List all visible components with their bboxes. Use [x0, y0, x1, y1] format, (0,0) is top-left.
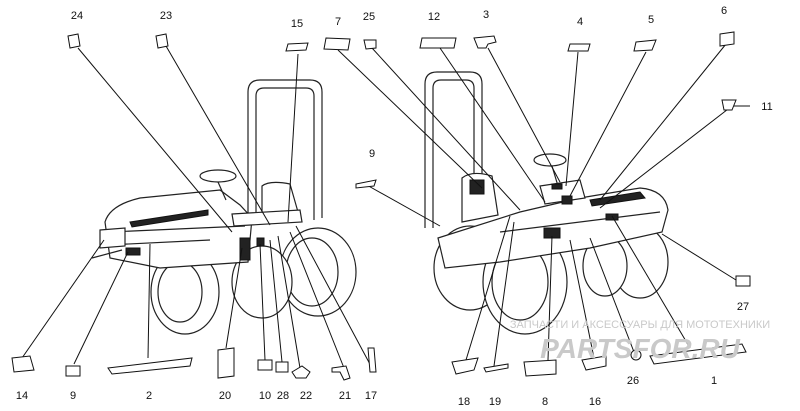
decal-27: [735, 275, 751, 287]
decal-5: [633, 39, 657, 52]
callout-22: 22: [300, 390, 312, 402]
decal-4: [567, 43, 591, 52]
decal-20: [217, 347, 235, 379]
decal-parts: [11, 31, 751, 381]
callout-4: 4: [577, 16, 583, 28]
callout-26: 26: [627, 375, 639, 387]
callout-12: 12: [428, 11, 440, 23]
callout-2: 2: [146, 390, 152, 402]
decal-17: [367, 347, 377, 373]
decal-6: [719, 31, 735, 47]
callout-21: 21: [339, 390, 351, 402]
decal-15: [285, 42, 309, 52]
decal-14: [11, 355, 35, 373]
callout-15: 15: [291, 18, 303, 30]
callout-9-top: 9: [369, 148, 375, 160]
decal-26: [630, 349, 642, 361]
decal-9-right: [355, 179, 377, 189]
decal-23: [155, 33, 169, 49]
tractor-right-view: [424, 71, 669, 335]
decal-16: [581, 355, 607, 371]
leader-lines: [21, 43, 750, 369]
callout-8: 8: [542, 396, 548, 408]
decal-1: [649, 343, 747, 365]
decal-9-left: [65, 365, 81, 377]
callout-20: 20: [219, 390, 231, 402]
watermark-logo: PARTSFOR.RU: [540, 333, 740, 364]
callout-9-bottom: 9: [70, 390, 76, 402]
callout-28: 28: [277, 390, 289, 402]
decal-10: [257, 359, 273, 371]
callout-17: 17: [365, 390, 377, 402]
decal-19: [483, 363, 509, 373]
watermark: ЗАПЧАСТИ И АКСЕССУАРЫ ДЛЯ МОТОТЕХНИКИ PA…: [510, 319, 770, 364]
decal-3: [473, 35, 497, 49]
callout-6: 6: [721, 5, 727, 17]
decal-11: [721, 99, 737, 111]
callout-27: 27: [737, 301, 749, 313]
decal-22: [291, 365, 311, 379]
callout-7: 7: [335, 16, 341, 28]
decal-12: [419, 37, 457, 49]
decal-7: [323, 37, 351, 51]
callout-numbers: 24 23 15 7 25 12 3 4 5 6 11 9 27 14 9 2 …: [16, 5, 773, 408]
callout-24: 24: [71, 10, 83, 22]
callout-16: 16: [589, 396, 601, 408]
watermark-caption: ЗАПЧАСТИ И АКСЕССУАРЫ ДЛЯ МОТОТЕХНИКИ: [510, 319, 770, 331]
callout-14: 14: [16, 390, 28, 402]
callout-10: 10: [259, 390, 271, 402]
decal-8: [523, 359, 557, 377]
decal-28: [275, 361, 289, 373]
callout-5: 5: [648, 14, 654, 26]
decal-18: [451, 357, 479, 375]
tractor-left-view: [91, 79, 357, 335]
decal-21: [331, 365, 351, 381]
callout-23: 23: [160, 10, 172, 22]
decal-25: [363, 39, 377, 50]
callout-1: 1: [711, 375, 717, 387]
callout-19: 19: [489, 396, 501, 408]
callout-18: 18: [458, 396, 470, 408]
callout-25: 25: [363, 11, 375, 23]
decal-24: [67, 33, 81, 49]
callout-11: 11: [761, 101, 772, 113]
callout-3: 3: [483, 9, 489, 21]
decal-2: [107, 357, 193, 375]
